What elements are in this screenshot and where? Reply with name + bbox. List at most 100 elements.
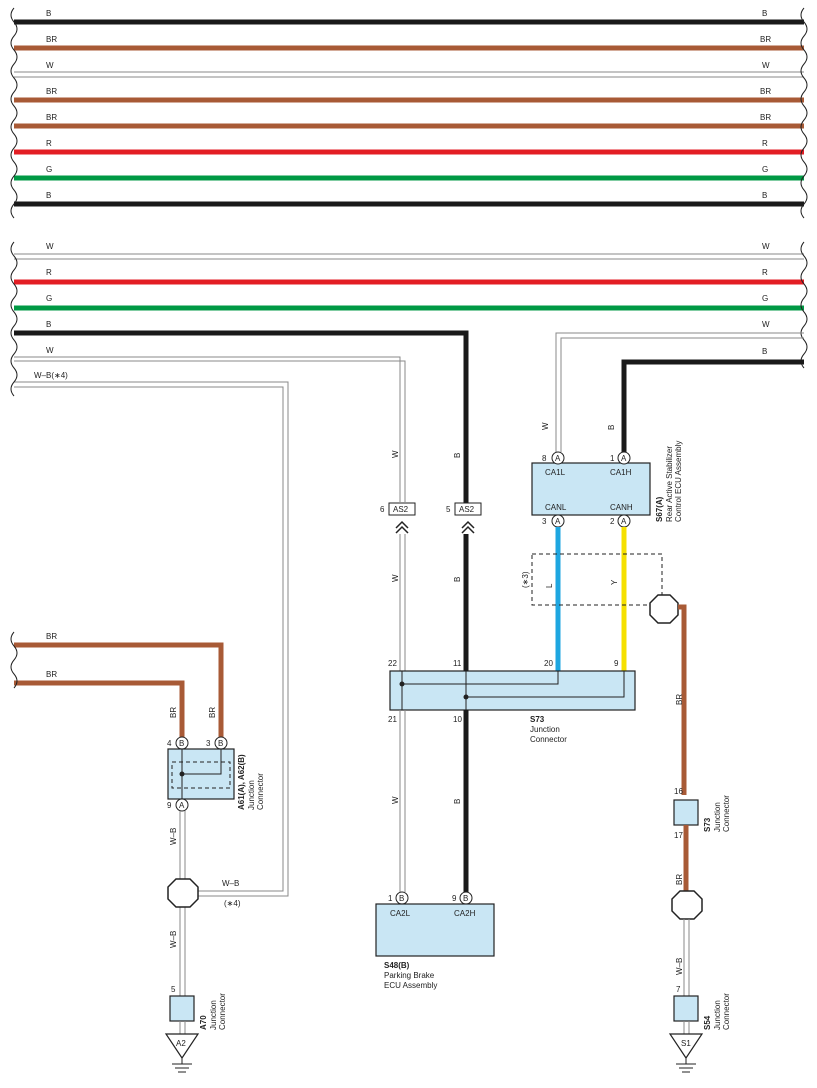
s67-w-feed [555, 332, 804, 452]
s67-pin2-num: 2 [610, 517, 615, 526]
s67-feed-wires: W W B B [541, 320, 804, 452]
top-bus-right-break [800, 7, 808, 219]
a61-name2: Connector [256, 773, 265, 810]
as2-pin6-mark [395, 520, 409, 534]
top-wire-4-label-right: BR [760, 87, 771, 96]
s73-pin9: 9 [614, 659, 619, 668]
s48-name1: Parking Brake [384, 971, 435, 980]
shield-splice [649, 594, 679, 624]
a70-code: A70 [199, 1015, 208, 1030]
top-wire-4-label-left: BR [46, 87, 57, 96]
as2-pin6-box [388, 502, 416, 516]
a61-pin4-letter: B [179, 739, 184, 748]
s54-name2: Connector [722, 993, 731, 1030]
s73-to-s48: W B [391, 710, 469, 892]
s67-b-feed-label: B [762, 347, 767, 356]
left-br-wire-1 [14, 642, 224, 737]
left-br-wire-1-label: BR [46, 632, 57, 641]
a61-br-label-2: BR [208, 707, 217, 718]
s67-code: S67(A) [655, 496, 664, 522]
mid-wire-w1-label-right: W [762, 242, 770, 251]
s54-connector: 7 S54 Junction Connector S1 [668, 985, 731, 1073]
s73-pin16: 16 [674, 787, 683, 796]
s67-ecu-body [531, 462, 651, 516]
s67-pin-ca1l: CA1L [545, 468, 566, 477]
a61-connector: B 4 B 3 A 9 A61(A), A62(B) Junction Conn… [167, 736, 265, 812]
as2-pin6-label: AS2 [393, 505, 409, 514]
as2-pin5-box [454, 502, 482, 516]
s54-ground-label: S1 [681, 1039, 691, 1048]
s54-wb-label: W–B [675, 958, 684, 975]
top-wire-3-label-left: W [46, 61, 54, 70]
top-wire-7-label-left: G [46, 165, 52, 174]
mid-wire-wb [14, 381, 289, 897]
s67-pin1-letter: A [621, 454, 627, 463]
s67-b-feed [621, 359, 804, 452]
s67-pin1-marker [617, 451, 631, 465]
s54-code: S54 [703, 1015, 712, 1030]
s48-ecu: B 1 B 9 CA2L CA2H S48(B) Parking Brake E… [375, 891, 495, 990]
left-br-wire-2-label: BR [46, 670, 57, 679]
mid-wire-w2-label: W [46, 346, 54, 355]
s73-pin20: 20 [544, 659, 553, 668]
s73-right-name1: Junction [713, 802, 722, 832]
top-wire-5-label-left: BR [46, 113, 57, 122]
can-l-label: L [545, 583, 554, 588]
top-wire-1-label-right: B [762, 9, 767, 18]
a70-pin: 5 [171, 985, 176, 994]
top-wire-2-label-right: BR [760, 35, 771, 44]
top-wire-bus: B B BR BR W W BR BR BR BR R R G G B B [10, 7, 808, 219]
a70-ground-label: A2 [176, 1039, 186, 1048]
s73-pin17: 17 [674, 831, 683, 840]
s67-pin3-num: 3 [542, 517, 547, 526]
s73-pin11: 11 [453, 659, 462, 668]
s67-pin-canl: CANL [545, 503, 567, 512]
a70-body [169, 995, 195, 1022]
mid-wire-w2 [14, 356, 406, 502]
s67-pin8-letter: A [555, 454, 561, 463]
s54-ground-symbol [668, 1033, 704, 1060]
a61-to-a70: W–B W–B (∗4) W–B [167, 811, 241, 996]
s67-b-feed-vlabel: B [607, 425, 616, 430]
s73-name2: Connector [530, 735, 567, 744]
as2-s73-b-label: B [453, 577, 462, 582]
a61-inner-dash [171, 761, 231, 789]
s48-pin9-letter: B [463, 894, 468, 903]
s73-name1: Junction [530, 725, 560, 734]
top-wire-7-label-right: G [762, 165, 768, 174]
mid-wire-b [14, 330, 469, 508]
can-wires: L Y (∗3) BR [521, 527, 687, 795]
a70-connector: 5 A70 Junction Connector A2 [164, 985, 227, 1073]
s48-name2: ECU Assembly [384, 981, 437, 990]
a70-name2: Connector [218, 993, 227, 1030]
mid-wire-w1 [14, 253, 804, 260]
top-wire-5-label-right: BR [760, 113, 771, 122]
a61-pin9-num: 9 [167, 801, 172, 810]
s67-pin2-letter: A [621, 517, 627, 526]
a61-code: A61(A), A62(B) [237, 754, 246, 810]
s54-name1: Junction [713, 1000, 722, 1030]
splice-wb-label: W–B [222, 879, 239, 888]
mid-wire-g-label-right: G [762, 294, 768, 303]
mid-wire-r-label-left: R [46, 268, 52, 277]
a61-br-label-1: BR [169, 707, 178, 718]
s54-body [673, 995, 699, 1022]
a61-pin4-num: 4 [167, 739, 172, 748]
s73-right-connector: 16 17 S73 Junction Connector BR W–B [671, 787, 731, 996]
s48-pin1-letter: B [399, 894, 404, 903]
s67-pin1-num: 1 [610, 454, 615, 463]
can-h-label: Y [610, 579, 619, 585]
shield-note: (∗3) [521, 571, 530, 588]
a61-pin9-marker [175, 798, 189, 812]
middle-wire-bus: W W R R G G B W W–B(∗4) [10, 241, 808, 897]
top-wire-8-label-left: B [46, 191, 51, 200]
s73-code: S73 [530, 715, 545, 724]
a70-ground-symbol [164, 1033, 200, 1060]
a70-wb-label: W–B [169, 931, 178, 948]
as2-s73-w-label: W [391, 574, 400, 582]
s67-pin-canh: CANH [610, 503, 633, 512]
s67-ecu: CA1L CA1H CANL CANH A 8 A 1 A 3 A 2 S67(… [531, 441, 683, 528]
a61-pin3-letter: B [218, 739, 223, 748]
s67-w-feed-label: W [762, 320, 770, 329]
